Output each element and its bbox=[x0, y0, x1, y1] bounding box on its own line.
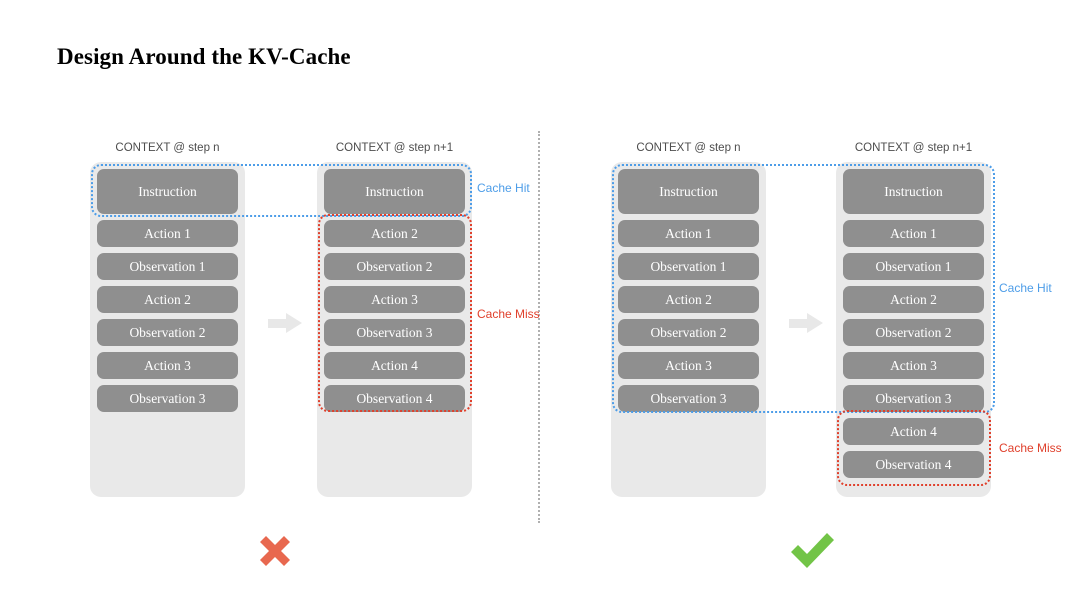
bad-cache-hit-label: Cache Hit bbox=[477, 181, 530, 195]
good-example-diagram: CONTEXT @ step n Instruction Action 1 Ob… bbox=[538, 0, 1080, 608]
context-box[interactable]: Observation 2 bbox=[324, 253, 465, 280]
context-box[interactable]: Action 1 bbox=[97, 220, 238, 247]
context-box[interactable]: Action 3 bbox=[97, 352, 238, 379]
bad-left-items: Instruction Action 1 Observation 1 Actio… bbox=[97, 169, 238, 418]
good-cache-miss-label: Cache Miss bbox=[999, 441, 1062, 455]
bad-left-column-header: CONTEXT @ step n bbox=[115, 142, 220, 154]
context-box[interactable]: Observation 2 bbox=[97, 319, 238, 346]
context-box[interactable]: Observation 3 bbox=[843, 385, 984, 412]
good-left-items: Instruction Action 1 Observation 1 Actio… bbox=[618, 169, 759, 418]
good-right-column-header: CONTEXT @ step n+1 bbox=[854, 142, 973, 154]
cross-icon bbox=[248, 528, 302, 582]
context-box[interactable]: Instruction bbox=[843, 169, 984, 214]
context-box[interactable]: Observation 3 bbox=[97, 385, 238, 412]
context-box[interactable]: Observation 4 bbox=[843, 451, 984, 478]
context-box[interactable]: Instruction bbox=[97, 169, 238, 214]
context-box[interactable]: Instruction bbox=[618, 169, 759, 214]
context-box[interactable]: Action 4 bbox=[324, 352, 465, 379]
context-box[interactable]: Observation 1 bbox=[843, 253, 984, 280]
context-box[interactable]: Action 3 bbox=[324, 286, 465, 313]
context-box[interactable]: Action 2 bbox=[324, 220, 465, 247]
context-box[interactable]: Action 2 bbox=[97, 286, 238, 313]
context-box[interactable]: Action 1 bbox=[618, 220, 759, 247]
context-box[interactable]: Observation 2 bbox=[618, 319, 759, 346]
bad-right-items: Instruction Action 2 Observation 2 Actio… bbox=[324, 169, 465, 418]
flow-arrow-icon bbox=[789, 313, 823, 333]
bad-cache-miss-label: Cache Miss bbox=[477, 307, 540, 321]
flow-arrow-icon bbox=[268, 313, 302, 333]
page-title: Design Around the KV-Cache bbox=[57, 44, 351, 69]
vertical-divider bbox=[538, 131, 540, 523]
context-box[interactable]: Action 2 bbox=[843, 286, 984, 313]
context-box[interactable]: Action 3 bbox=[843, 352, 984, 379]
context-box[interactable]: Observation 3 bbox=[618, 385, 759, 412]
context-box[interactable]: Observation 1 bbox=[97, 253, 238, 280]
context-box[interactable]: Instruction bbox=[324, 169, 465, 214]
context-box[interactable]: Action 2 bbox=[618, 286, 759, 313]
context-box[interactable]: Observation 3 bbox=[324, 319, 465, 346]
context-box[interactable]: Observation 1 bbox=[618, 253, 759, 280]
good-left-column-header: CONTEXT @ step n bbox=[636, 142, 741, 154]
good-right-items: Instruction Action 1 Observation 1 Actio… bbox=[843, 169, 984, 484]
context-box[interactable]: Observation 4 bbox=[324, 385, 465, 412]
context-box[interactable]: Action 4 bbox=[843, 418, 984, 445]
check-icon bbox=[785, 526, 839, 580]
bad-right-column-header: CONTEXT @ step n+1 bbox=[335, 142, 454, 154]
context-box[interactable]: Action 1 bbox=[843, 220, 984, 247]
context-box[interactable]: Observation 2 bbox=[843, 319, 984, 346]
context-box[interactable]: Action 3 bbox=[618, 352, 759, 379]
bad-example-diagram: CONTEXT @ step n Instruction Action 1 Ob… bbox=[0, 0, 540, 608]
good-cache-hit-label: Cache Hit bbox=[999, 281, 1052, 295]
